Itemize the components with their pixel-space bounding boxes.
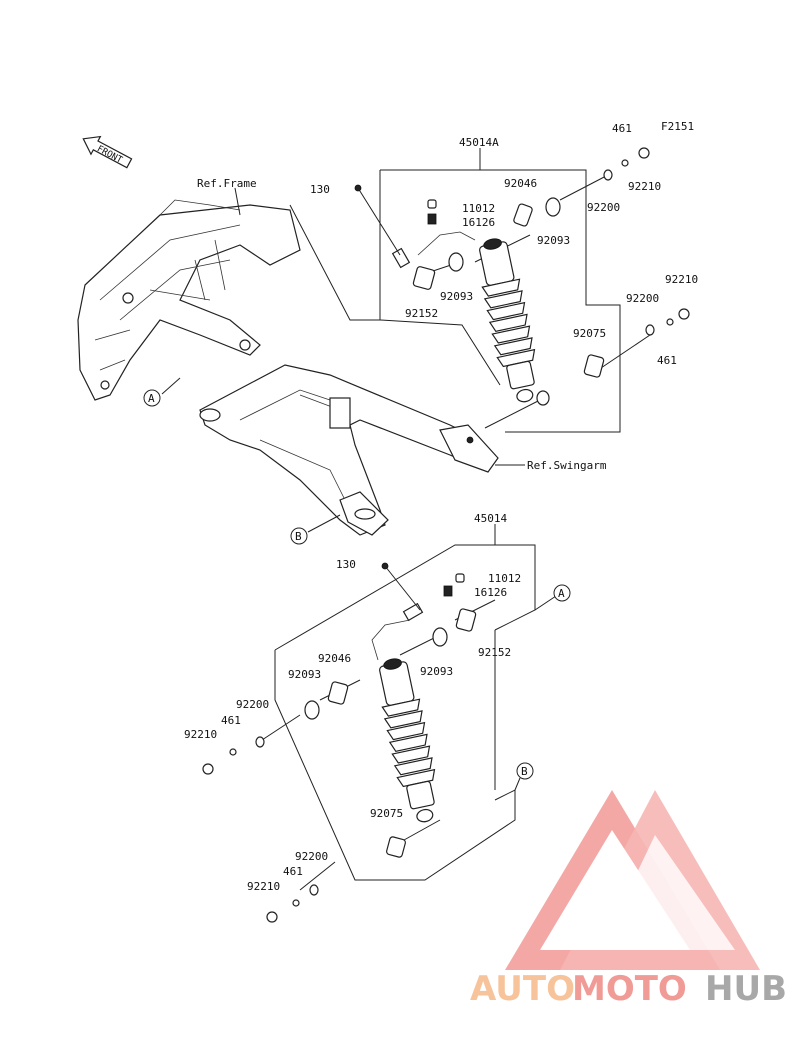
callout-a-upper: A <box>143 377 181 407</box>
part-92093-upper-b-label: 92093 <box>440 290 473 303</box>
part-92075-lower-label: 92075 <box>370 807 403 820</box>
assembly-45014-label: 45014 <box>474 512 507 525</box>
logo-triangle-cut2 <box>600 835 735 950</box>
part-92152-lower-label: 92152 <box>478 646 511 659</box>
logo-text-moto: MOTO <box>572 969 687 1009</box>
callout-b-lower-text: B <box>521 765 528 778</box>
swingarm-illustration <box>199 364 499 536</box>
part-92210-upper-a-label: 92210 <box>628 180 661 193</box>
part-92200-upper-b-label: 92200 <box>626 292 659 305</box>
part-461-upper-b-label: 461 <box>657 354 677 367</box>
part-92075-upper-label: 92075 <box>573 327 606 340</box>
part-461-lower-a-label: 461 <box>221 714 241 727</box>
logo-text-hub: HUB <box>705 969 787 1009</box>
part-130-upper-label: 130 <box>310 183 330 196</box>
part-92200-lower-b-label: 92200 <box>295 850 328 863</box>
callout-b-upper: B <box>290 514 341 545</box>
part-16126-lower-label: 16126 <box>474 586 507 599</box>
lower-shock <box>379 658 436 823</box>
part-92200-lower-a-label: 92200 <box>236 698 269 711</box>
part-92210-lower-a-label: 92210 <box>184 728 217 741</box>
logo-text-auto: AUTO <box>470 969 575 1009</box>
front-arrow: FRONT <box>82 135 133 169</box>
part-92093-upper-a-label: 92093 <box>537 234 570 247</box>
part-461-lower-b-label: 461 <box>283 865 303 878</box>
part-92093-lower-b-label: 92093 <box>420 665 453 678</box>
assembly-45014a-label: 45014A <box>459 136 499 149</box>
part-92046-lower-label: 92046 <box>318 652 351 665</box>
watermark-logo: AUTO MOTO HUB <box>470 790 787 1009</box>
lower-shock-assembly: 45014 130 11012 16126 92152 92046 92093 … <box>184 512 563 923</box>
callout-a-lower: A <box>553 584 571 602</box>
ref-swingarm-label: Ref.Swingarm <box>527 459 607 472</box>
part-92093-lower-a-label: 92093 <box>288 668 321 681</box>
part-92210-lower-b-label: 92210 <box>247 880 280 893</box>
upper-shock <box>479 238 536 403</box>
callout-b-upper-text: B <box>295 530 302 543</box>
part-16126-upper-label: 16126 <box>462 216 495 229</box>
frame-illustration <box>77 199 301 401</box>
diagram-code: F2151 <box>661 120 694 133</box>
ref-frame-label: Ref.Frame <box>197 177 257 190</box>
part-92046-upper-label: 92046 <box>504 177 537 190</box>
part-130-lower-label: 130 <box>336 558 356 571</box>
part-11012-lower-label: 11012 <box>488 572 521 585</box>
callout-b-lower: B <box>514 762 534 791</box>
callout-a-lower-text: A <box>558 587 565 600</box>
part-11012-upper-label: 11012 <box>462 202 495 215</box>
front-arrow-icon <box>82 135 133 169</box>
part-92210-upper-b-label: 92210 <box>665 273 698 286</box>
upper-shock-assembly: 45014A 130 11012 16126 92046 92093 92093… <box>289 122 698 433</box>
part-461-upper-a-label: 461 <box>612 122 632 135</box>
part-92152-upper-label: 92152 <box>405 307 438 320</box>
callout-a-upper-text: A <box>148 392 155 405</box>
part-92200-upper-a-label: 92200 <box>587 201 620 214</box>
